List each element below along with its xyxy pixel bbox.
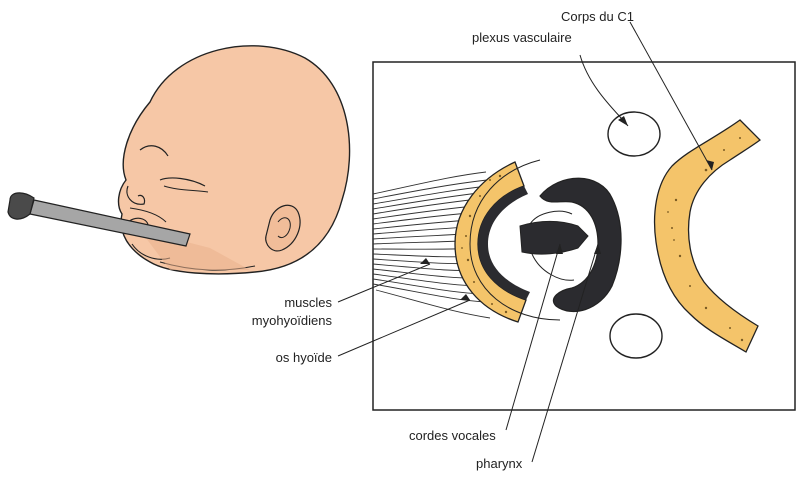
leader-muscles bbox=[337, 263, 431, 303]
eye-closed bbox=[159, 177, 206, 187]
nose bbox=[126, 185, 146, 205]
leader-cordes-vocales bbox=[505, 243, 561, 431]
vascular-plexus-bottom bbox=[609, 313, 663, 359]
label-os-hyoide: os hyoïde bbox=[275, 350, 332, 365]
c1-vertebral-body bbox=[653, 119, 761, 353]
vocal-cords bbox=[519, 221, 589, 255]
ultrasound-probe bbox=[7, 192, 191, 247]
leader-os-hyoide bbox=[337, 299, 471, 357]
leader-lines bbox=[337, 21, 713, 463]
ear bbox=[265, 204, 301, 252]
label-pharynx: pharynx bbox=[476, 456, 523, 471]
hyoid-speckles bbox=[461, 174, 508, 314]
c1-speckles bbox=[667, 137, 744, 342]
leader-pharynx bbox=[531, 243, 599, 463]
label-muscles: muscles bbox=[284, 295, 332, 310]
leader-corps-c1 bbox=[629, 21, 713, 171]
label-myohyoidiens: myohyoïdiens bbox=[251, 313, 332, 328]
label-plexus-vasculaire: plexus vasculaire bbox=[472, 30, 572, 45]
label-cordes-vocales: cordes vocales bbox=[409, 428, 496, 443]
label-corps-c1: Corps du C1 bbox=[561, 9, 634, 24]
pharynx bbox=[539, 177, 622, 313]
vascular-plexus-top bbox=[607, 111, 661, 157]
probe-handle bbox=[7, 192, 35, 220]
arrow-tips bbox=[420, 116, 714, 300]
